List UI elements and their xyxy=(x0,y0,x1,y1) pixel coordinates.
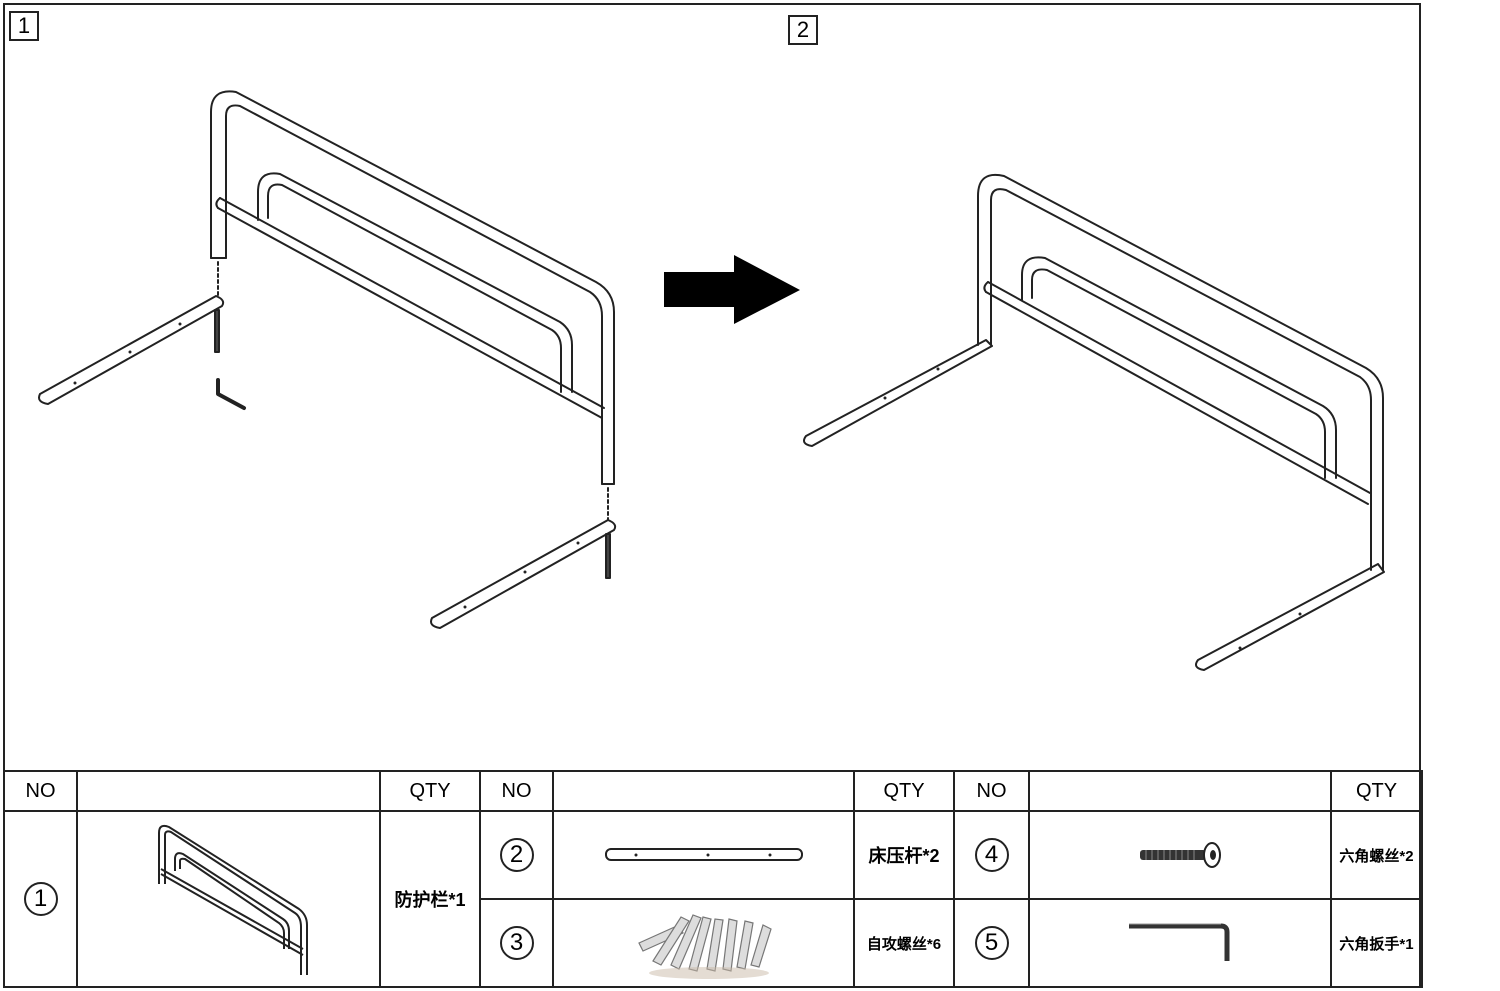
part-1-image-cell xyxy=(76,810,381,988)
assembly-illustration xyxy=(38,90,1385,671)
part-5-name-qty: 六角扳手*1 xyxy=(1339,935,1414,953)
part-3-qty-cell: 自攻螺丝*6 xyxy=(853,898,955,988)
part-2-image-cell xyxy=(552,810,855,900)
step-2-rail-drawing xyxy=(803,174,1385,671)
step-1-badge: 1 xyxy=(9,11,39,41)
header-image xyxy=(1028,770,1332,812)
header-no: NO xyxy=(3,770,78,812)
header-qty: QTY xyxy=(853,770,955,812)
instruction-sheet-frame xyxy=(3,3,1421,988)
header-no: NO xyxy=(953,770,1030,812)
part-2-qty-cell: 床压杆*2 xyxy=(853,810,955,900)
part-5-number-cell: 5 xyxy=(953,898,1030,988)
part-1-qty-cell: 防护栏*1 xyxy=(379,810,481,988)
screws-pile-icon xyxy=(637,914,772,979)
part-2-number-cell: 2 xyxy=(479,810,554,900)
next-step-arrow xyxy=(664,255,800,324)
header-image xyxy=(552,770,855,812)
part-1-number-cell: 1 xyxy=(3,810,78,988)
header-no: NO xyxy=(479,770,554,812)
header-qty: QTY xyxy=(1330,770,1423,812)
part-5-number: 5 xyxy=(974,926,1009,960)
part-1-name-qty: 防护栏*1 xyxy=(394,890,466,910)
part-4-number: 4 xyxy=(974,838,1009,872)
step-1-foot-holes xyxy=(73,322,580,609)
bed-rail-icon xyxy=(157,824,308,975)
hex-bolt-icon xyxy=(1140,842,1221,868)
table-row: 1 防护栏*1 2 xyxy=(3,810,1423,988)
part-4-number-cell: 4 xyxy=(953,810,1030,900)
part-4-image-cell xyxy=(1028,810,1332,900)
step-2-foot-holes xyxy=(883,367,1302,650)
part-1-number: 1 xyxy=(23,882,58,916)
parts-list-table: NO QTY NO QTY NO QTY 1 防护栏*1 xyxy=(3,770,1423,988)
part-5-qty-cell: 六角扳手*1 xyxy=(1330,898,1423,988)
header-qty: QTY xyxy=(379,770,481,812)
step-1-rail-drawing xyxy=(38,90,617,629)
part-2-name-qty: 床压杆*2 xyxy=(868,846,940,866)
part-3-name-qty: 自攻螺丝*6 xyxy=(866,935,942,953)
flat-bar-icon xyxy=(604,848,803,861)
part-3-number: 3 xyxy=(499,926,534,960)
part-5-image-cell xyxy=(1028,898,1332,988)
parts-table-header: NO QTY NO QTY NO QTY xyxy=(3,770,1423,812)
part-4-qty-cell: 六角螺丝*2 xyxy=(1330,810,1423,900)
allen-key-icon xyxy=(1129,923,1230,961)
part-3-number-cell: 3 xyxy=(479,898,554,988)
step-2-badge: 2 xyxy=(788,15,818,45)
part-2-number: 2 xyxy=(499,838,534,872)
part-3-image-cell xyxy=(552,898,855,988)
part-4-name-qty: 六角螺丝*2 xyxy=(1339,847,1414,865)
header-image xyxy=(76,770,381,812)
table-row: 3 自攻螺丝*6 5 xyxy=(4,898,1423,988)
